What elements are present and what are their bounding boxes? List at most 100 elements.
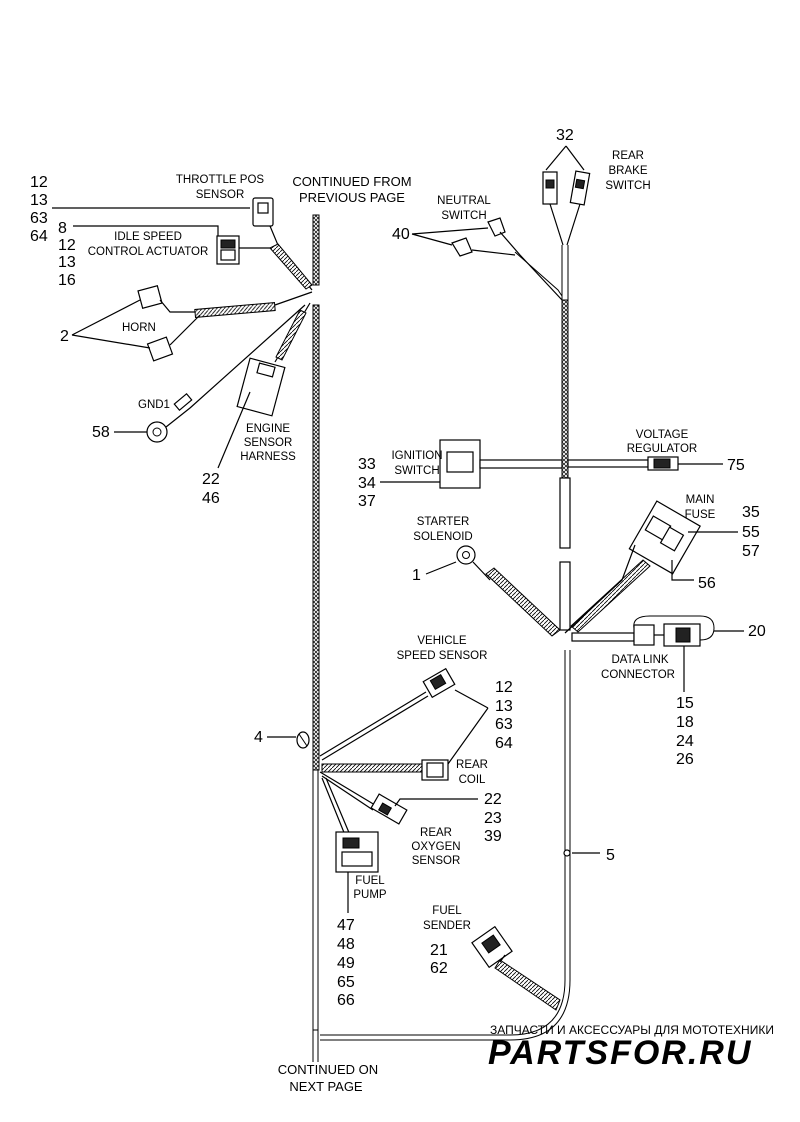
pump-num-2: 48	[337, 936, 355, 953]
oxygen-label-1: REAR	[420, 827, 452, 839]
fuel-sender	[471, 925, 513, 969]
gnd1-label: GND1	[138, 399, 170, 411]
pump-num-4: 65	[337, 974, 355, 991]
solenoid-num: 1	[412, 567, 421, 584]
continued-on-line1: CONTINUED ON	[278, 1062, 378, 1077]
continued-from-line2: PREVIOUS PAGE	[299, 190, 405, 205]
neutral-switch	[451, 217, 563, 301]
brake-num: 32	[556, 127, 574, 144]
main-fuse-label-2: FUSE	[685, 509, 716, 521]
idle-num-3: 13	[58, 254, 76, 271]
data-link-num-1: 15	[676, 695, 694, 712]
data-link-label-1: DATA LINK	[611, 654, 668, 666]
horn-label: HORN	[122, 322, 156, 334]
watermark-tagline: ЗАПЧАСТИ И АКСЕССУАРЫ ДЛЯ МОТОТЕХНИКИ	[490, 1023, 774, 1037]
fuel-sender-label-2: SENDER	[423, 920, 471, 932]
continued-from-line1: CONTINUED FROM	[292, 174, 411, 189]
engine-num-1: 22	[202, 471, 220, 488]
fuel-pump-label-2: PUMP	[353, 889, 387, 901]
rear-brake-switch	[542, 170, 591, 246]
data-link-num: 20	[748, 623, 766, 640]
fuel-sender-label-1: FUEL	[432, 905, 462, 917]
engine-leader	[217, 391, 251, 469]
ignition-num-3: 37	[358, 493, 376, 510]
speed-label-2: SPEED SENSOR	[397, 650, 488, 662]
pump-num-5: 66	[337, 992, 355, 1009]
throttle-pos-label-2: SENSOR	[196, 189, 245, 201]
engine-sensor-harness	[236, 302, 311, 417]
engine-sensor-label-2: SENSOR	[244, 437, 293, 449]
neutral-leader	[411, 227, 489, 246]
pump-num-3: 49	[337, 955, 355, 972]
data-link-connector	[571, 615, 715, 647]
voltage-regulator	[567, 456, 679, 471]
fuel-pump	[321, 777, 379, 873]
horn-leader	[71, 299, 151, 349]
oxygen-num-1: 22	[484, 791, 502, 808]
speed-num-1: 12	[495, 679, 513, 696]
rear-brake-label-2: BRAKE	[609, 165, 648, 177]
speed-label-1: VEHICLE	[417, 635, 467, 647]
ignition-num-1: 33	[358, 456, 376, 473]
neutral-num: 40	[392, 226, 410, 243]
engine-num-2: 46	[202, 490, 220, 507]
ignition-num-2: 34	[358, 475, 376, 492]
main-harness-left	[312, 214, 320, 1062]
solenoid-leader	[425, 561, 457, 575]
idle-leader	[73, 225, 219, 236]
oxygen-leader	[394, 798, 478, 807]
fuel-pump-label-1: FUEL	[355, 875, 385, 887]
speed-leader	[447, 689, 489, 765]
regulator-label-2: REGULATOR	[627, 443, 698, 455]
speed-num-2: 13	[495, 698, 513, 715]
idle-num-2: 12	[58, 237, 76, 254]
rear-brake-label-1: REAR	[612, 150, 644, 162]
engine-sensor-label-3: HARNESS	[240, 451, 296, 463]
fuse-num-3: 57	[742, 543, 760, 560]
fuse-holder-leader	[671, 560, 694, 581]
starter-solenoid	[456, 545, 561, 637]
main-fuse	[564, 500, 701, 634]
idle-speed-label-1: IDLE SPEED	[114, 231, 182, 243]
oxygen-num-2: 23	[484, 810, 502, 827]
rear-coil-label-2: COIL	[459, 774, 486, 786]
main-harness-bottom	[320, 650, 571, 1041]
ignition-label-2: SWITCH	[394, 465, 439, 477]
vehicle-speed-sensor	[319, 667, 456, 761]
data-link-num-2: 18	[676, 714, 694, 731]
idle-num-1: 8	[58, 220, 67, 237]
oxygen-label-2: OXYGEN	[411, 841, 460, 853]
gnd1-terminal	[146, 304, 306, 443]
oxygen-label-3: SENSOR	[412, 855, 461, 867]
rear-oxygen-sensor	[319, 771, 408, 825]
speed-num-4: 64	[495, 735, 513, 752]
speed-num-3: 63	[495, 716, 513, 733]
data-link-num-3: 24	[676, 733, 694, 750]
fuse-holder-num: 56	[698, 575, 716, 592]
throttle-num-4: 64	[30, 228, 48, 245]
ignition-switch	[439, 439, 563, 489]
rear-brake-label-3: SWITCH	[605, 180, 650, 192]
rear-coil	[321, 759, 449, 781]
throttle-num-2: 13	[30, 192, 48, 209]
clip-num: 4	[254, 729, 263, 746]
idle-speed-actuator	[216, 235, 270, 265]
oxygen-num-3: 39	[484, 828, 502, 845]
brake-leader	[545, 145, 585, 171]
data-link-num-4: 26	[676, 751, 694, 768]
fuse-num-1: 35	[742, 504, 760, 521]
right-trunk	[559, 245, 571, 631]
ignition-label-1: IGNITION	[391, 450, 442, 462]
horn-connectors	[137, 284, 313, 362]
sender-num-2: 62	[430, 960, 448, 977]
idle-speed-label-2: CONTROL ACTUATOR	[88, 246, 209, 258]
sender-num-1: 21	[430, 942, 448, 959]
data-link-label-2: CONNECTOR	[601, 669, 675, 681]
harness-clip	[296, 731, 310, 749]
idle-num-4: 16	[58, 272, 76, 289]
watermark-brand: PARTSFOR.RU	[488, 1034, 752, 1072]
harness-num: 5	[606, 847, 615, 864]
gnd-num: 58	[92, 424, 110, 441]
